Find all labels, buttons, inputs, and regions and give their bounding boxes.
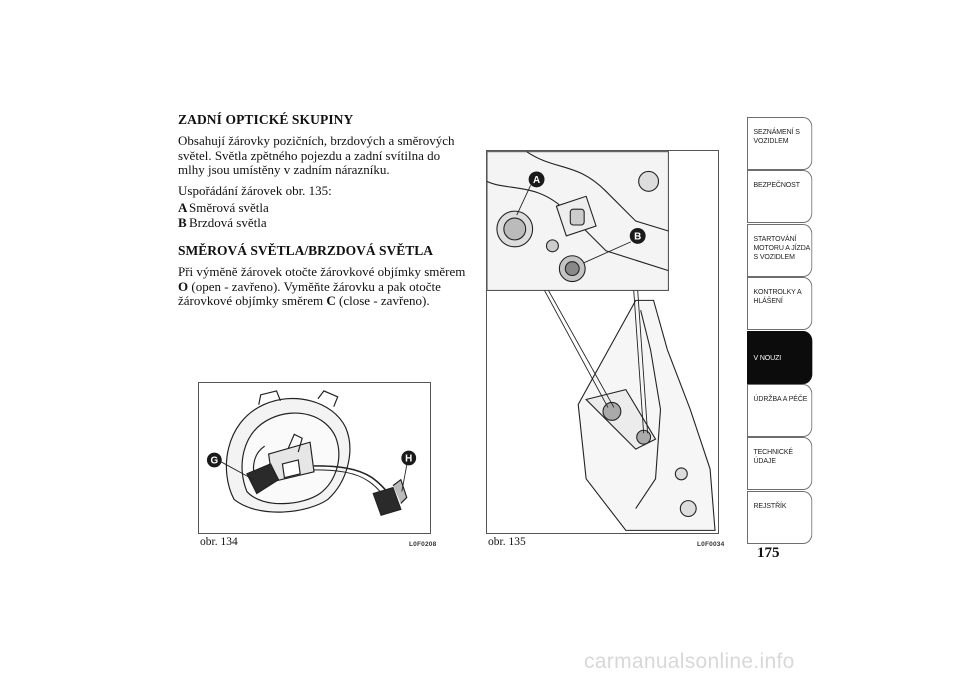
tab-introduction[interactable]: SEZNÁMENÍ S VOZIDLEM (747, 117, 813, 170)
paragraph-bulb-replacement: Při výměně žárovek otočte žárovkové objí… (178, 264, 466, 308)
label-badge-g: G (206, 452, 222, 468)
figure-134-code: L0F0208 (409, 541, 437, 548)
svg-text:H: H (405, 453, 412, 464)
watermark-footer: carmanualsonline.info (584, 650, 795, 673)
label-badge-h: H (401, 450, 417, 466)
label-badge-b: B (629, 227, 646, 244)
bulb-holder-illustration: G H (206, 390, 417, 516)
tab-technical-data[interactable]: TECHNICKÉ ÚDAJE (747, 437, 813, 491)
tab-safety[interactable]: BEZPEČNOST (747, 170, 813, 224)
chapter-tabs: SEZNÁMENÍ S VOZIDLEM BEZPEČNOST STARTOVÁ… (747, 117, 818, 544)
section-title-rear-lights: ZADNÍ OPTICKÉ SKUPINY (178, 112, 354, 127)
page-number: 175 (757, 545, 780, 561)
rear-light-cluster-illustration: A B (487, 151, 716, 531)
svg-text:B: B (634, 231, 641, 242)
figure-135: A B (486, 150, 719, 534)
figure-135-caption: obr. 135 (488, 536, 526, 548)
paragraph-rear-lights: Obsahují žárovky pozičních, brzdových a … (178, 133, 455, 177)
tab-starting-driving[interactable]: STARTOVÁNÍ MOTORU A JÍZDA S VOZIDLEM (747, 223, 813, 277)
tab-maintenance[interactable]: ÚDRŽBA A PÉČE (747, 383, 813, 437)
figure-135-code: L0F0034 (697, 541, 725, 548)
section-title-indicator-brake: SMĚROVÁ SVĚTLA/BRZDOVÁ SVĚTLA (178, 243, 434, 258)
tab-warning-lights[interactable]: KONTROLKY A HLÁŠENÍ (747, 277, 813, 331)
svg-text:A: A (533, 175, 540, 186)
tab-index[interactable]: REJSTŘÍK (747, 490, 813, 544)
arrangement-text: Uspořádání žárovek obr. 135: (178, 182, 332, 198)
figure-134-caption: obr. 134 (200, 536, 238, 548)
text-column: ZADNÍ OPTICKÉ SKUPINY Obsahují žárovky p… (178, 112, 468, 315)
figure-134: G H (198, 382, 431, 534)
svg-text:G: G (210, 455, 218, 466)
tab-emergency[interactable]: V NOUZI (747, 330, 813, 384)
label-badge-a: A (528, 171, 545, 188)
